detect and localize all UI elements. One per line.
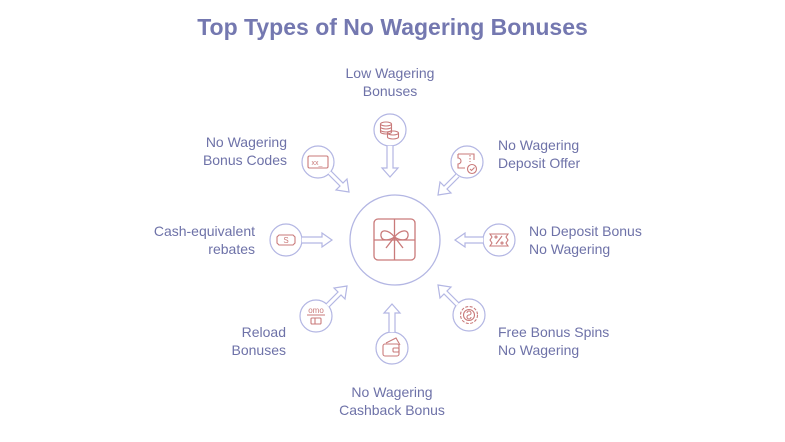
label-free-spins: Free Bonus Spins No Wagering — [498, 324, 610, 358]
node-cash-equivalent: S — [269, 223, 334, 257]
node-bonus-codes: xx_ — [301, 145, 350, 193]
percent-ticket-icon — [488, 233, 510, 247]
label-cashback: No Wagering Cashback Bonus — [339, 384, 445, 418]
svg-text:S: S — [283, 236, 288, 245]
label-cash-equivalent: Cash-equivalent rebates — [153, 223, 255, 257]
code-card-icon: xx_ — [307, 155, 329, 169]
label-deposit-offer: No Wagering Deposit Offer — [498, 137, 581, 171]
node-cashback — [375, 303, 409, 365]
node-free-spins — [437, 284, 486, 332]
node-deposit-offer — [437, 145, 484, 196]
wallet-cash-icon — [382, 337, 401, 357]
label-reload: Reload Bonuses — [231, 324, 286, 358]
dollar-bill-icon: S — [276, 234, 296, 246]
label-bonus-codes: No Wagering Bonus Codes — [202, 134, 287, 168]
coin-stack-icon — [379, 121, 400, 140]
center-node — [349, 194, 441, 286]
gift-icon — [373, 218, 416, 261]
node-low-wagering — [373, 113, 407, 178]
svg-text:xx_: xx_ — [312, 160, 323, 167]
diagram-title: Top Types of No Wagering Bonuses — [197, 14, 588, 40]
node-no-deposit — [453, 223, 516, 257]
ticket-check-icon — [457, 153, 478, 175]
label-no-deposit: No Deposit Bonus No Wagering — [529, 223, 642, 257]
node-reload: omo — [299, 285, 348, 333]
casino-chip-icon — [459, 305, 479, 325]
reload-card-icon: omo — [307, 306, 325, 325]
label-low-wagering: Low Wagering Bonuses — [345, 65, 435, 99]
svg-text:omo: omo — [308, 306, 324, 315]
